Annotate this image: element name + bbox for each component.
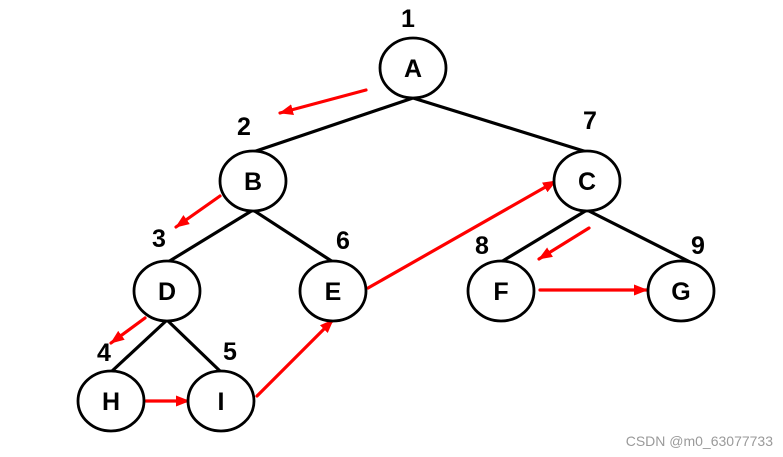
tree-edges [109, 96, 696, 374]
tree-node-g: G [646, 259, 716, 323]
node-label: I [218, 388, 225, 416]
node-label: B [244, 168, 262, 196]
tree-edge-c-f [499, 208, 589, 264]
tree-node-f: F [466, 259, 536, 323]
tree-edge-a-b [251, 96, 415, 154]
tree-node-a: A [378, 36, 448, 100]
order-number-a: 1 [401, 5, 415, 33]
order-number-d: 3 [152, 225, 166, 253]
node-label: D [158, 278, 176, 306]
node-label: C [578, 168, 596, 196]
order-number-e: 6 [336, 227, 350, 255]
node-circle [132, 259, 202, 323]
traversal-arrow-c-to-f [537, 226, 591, 261]
order-number-g: 9 [691, 232, 705, 260]
traversal-arrows [109, 88, 649, 407]
order-number-c: 7 [583, 107, 597, 135]
order-number-h: 4 [97, 339, 111, 367]
traversal-arrow-i-to-e [255, 318, 335, 398]
tree-node-h: H [76, 369, 146, 433]
order-number-i: 5 [223, 338, 237, 366]
tree-node-c: C [552, 149, 622, 213]
node-circle [646, 259, 716, 323]
watermark-text: CSDN @m0_63077733 [626, 433, 774, 449]
tree-node-d: D [132, 259, 202, 323]
order-number-f: 8 [475, 232, 489, 260]
node-circle [552, 149, 622, 213]
tree-edge-d-h [109, 318, 169, 374]
node-label: H [102, 388, 120, 416]
tree-edge-b-d [166, 208, 255, 264]
node-label: F [493, 278, 508, 306]
traversal-arrow-a-to-b [278, 88, 368, 115]
order-number-b: 2 [237, 113, 251, 141]
traversal-arrow-b-to-d [174, 194, 222, 229]
traversal-arrow-e-to-c [366, 179, 558, 290]
tree-edge-d-i [165, 318, 223, 374]
tree-node-e: E [298, 259, 368, 323]
tree-edge-c-g [585, 208, 696, 266]
node-circle [218, 149, 288, 213]
order-numbers: 1 2 7 3 6 8 9 4 5 [97, 5, 705, 367]
node-circle [298, 259, 368, 323]
traversal-arrow-d-to-h [109, 316, 147, 345]
node-circle [186, 369, 256, 433]
tree-edge-a-c [411, 96, 589, 154]
node-circle [76, 369, 146, 433]
node-label: E [325, 278, 342, 306]
node-circle [466, 259, 536, 323]
node-label: A [404, 55, 422, 83]
tree-edge-b-e [251, 208, 335, 264]
tree-node-i: I [186, 369, 256, 433]
node-circle [378, 36, 448, 100]
node-label: G [671, 278, 690, 306]
tree-node-b: B [218, 149, 288, 213]
